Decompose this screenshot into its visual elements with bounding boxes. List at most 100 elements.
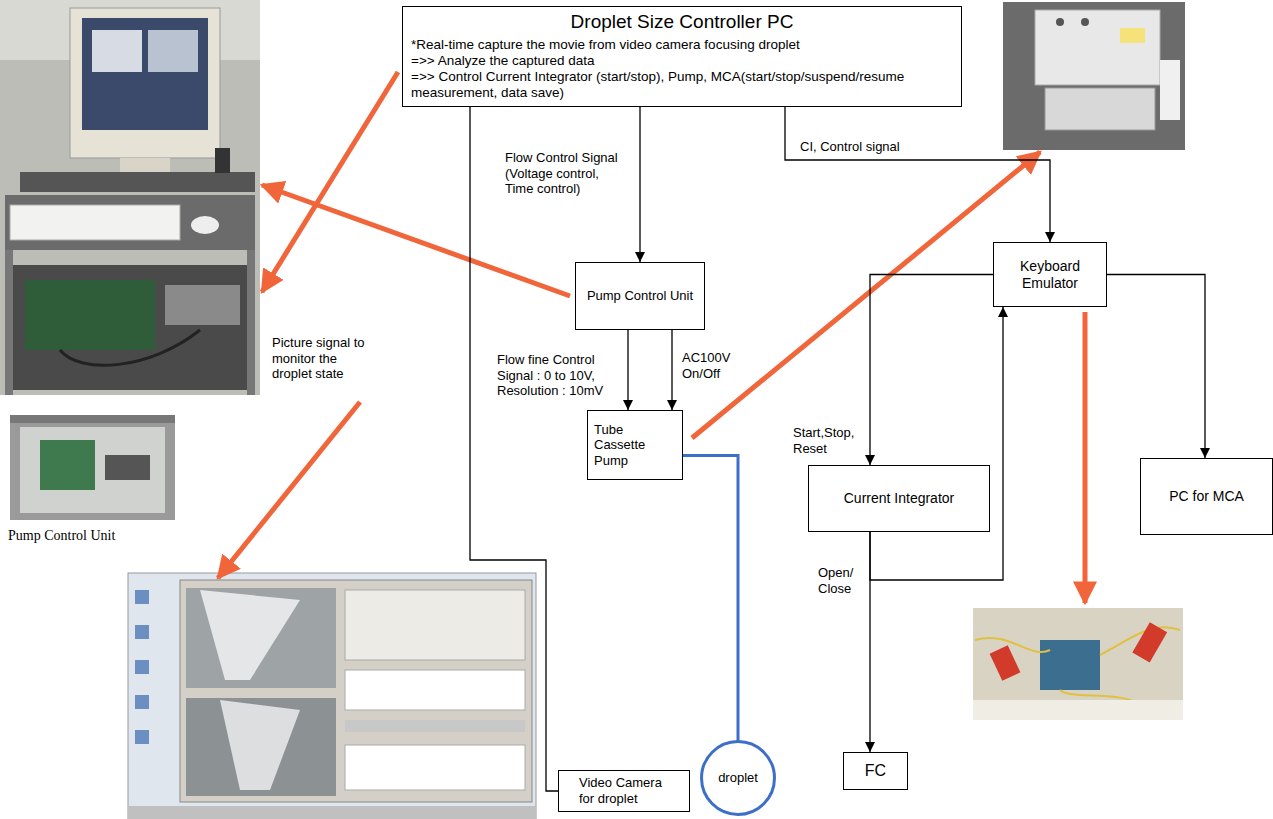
taskbar — [128, 806, 536, 819]
signal-line — [470, 107, 558, 791]
process-box: Pump Control Unit — [575, 262, 705, 330]
tube-line — [683, 456, 738, 742]
screen-window — [92, 30, 142, 72]
software-screenshot — [128, 573, 536, 819]
video-pane — [186, 698, 336, 796]
pump-knob — [1081, 18, 1089, 26]
pump-body — [1035, 10, 1160, 85]
bottle — [1160, 60, 1180, 120]
process-box: Current Integrator — [808, 465, 990, 532]
red-pointer-arrow — [262, 72, 398, 292]
signal-label: Flow Control Signal (Voltage control, Ti… — [505, 150, 630, 197]
cart-leg — [247, 250, 255, 395]
box-text: PC for MCA — [1147, 488, 1266, 505]
value-fields — [345, 670, 525, 710]
box-text: Keyboard Emulator — [1000, 258, 1100, 292]
controller-pc-photo — [0, 0, 260, 395]
drive-unit — [165, 285, 240, 325]
red-pointer-arrow — [692, 152, 1040, 438]
box-text: Video Camera for droplet — [579, 775, 669, 806]
process-box: Keyboard Emulator — [993, 242, 1107, 307]
desktop-icon — [135, 730, 149, 744]
app-window — [180, 580, 532, 802]
keyboard — [10, 205, 180, 240]
slider — [345, 720, 525, 732]
video-pane — [186, 588, 336, 688]
screen-window — [148, 30, 198, 72]
power-board — [40, 440, 95, 490]
joystick — [215, 148, 230, 173]
box-text: *Real-time capture the movie from video … — [411, 37, 953, 53]
process-box: FC — [843, 752, 908, 790]
box-title: Droplet Size Controller PC — [411, 11, 953, 34]
terminal-row — [973, 700, 1183, 720]
red-clip — [1132, 622, 1167, 662]
circuit-board — [25, 280, 155, 350]
box-text: Current Integrator — [815, 490, 983, 507]
photo-ground — [1003, 2, 1185, 150]
photo-ground — [973, 608, 1183, 720]
monitor-frame — [70, 8, 220, 158]
controller-box: Droplet Size Controller PC *Real-time cap… — [402, 6, 962, 107]
lower-shelf — [13, 265, 247, 390]
pump-control-unit-photo — [10, 415, 175, 520]
control-board — [105, 455, 150, 480]
box-text: =>> Control Current Integrator (start/st… — [411, 69, 953, 101]
signal-line — [639, 107, 640, 262]
red-clip — [990, 645, 1021, 681]
photo-caption: Pump Control Unit — [8, 528, 115, 545]
red-pointer-arrow — [1083, 312, 1088, 603]
desktop — [128, 573, 536, 819]
process-box: PC for MCA — [1140, 458, 1273, 535]
process-box: Video Camera for droplet — [558, 770, 690, 812]
warning-sticker — [1120, 28, 1145, 43]
unit-inside — [20, 427, 165, 513]
desktop-icon — [135, 695, 149, 709]
desktop-icon — [135, 590, 149, 604]
signal-line — [785, 107, 1050, 242]
desktop-icon — [135, 660, 149, 674]
signal-label: AC100V On/Off — [682, 350, 742, 381]
signal-line — [671, 330, 672, 410]
red-pointer-arrow — [262, 185, 570, 296]
power-line-filter — [1045, 88, 1155, 130]
unit-lid — [10, 415, 175, 423]
cart-leg — [5, 250, 13, 395]
log-area — [345, 745, 525, 790]
signal-label: CI, Control signal — [800, 139, 900, 155]
signal-note: Picture signal to monitor the droplet st… — [272, 335, 377, 382]
box-text: Pump Control Unit — [582, 288, 698, 304]
box-text: FC — [848, 761, 903, 780]
photo-ground — [0, 0, 260, 395]
signal-line — [627, 330, 628, 410]
keyboard-tray — [5, 195, 255, 250]
keyboard-emulator-photo — [973, 608, 1183, 720]
control-panel — [345, 590, 525, 660]
signal-line — [870, 307, 1003, 580]
droplet-circle-shape — [702, 742, 775, 815]
pump-knob — [1056, 18, 1064, 26]
process-box: Tube Cassette Pump — [587, 410, 683, 480]
box-text: =>> Analyze the captured data — [411, 53, 953, 69]
signal-line — [1107, 275, 1205, 459]
droplet-image — [200, 590, 300, 680]
pump-photo — [1003, 2, 1185, 150]
unit-case — [10, 415, 175, 520]
droplet-image — [220, 700, 300, 790]
desktop-icon — [135, 625, 149, 639]
monitor-screen — [82, 18, 208, 130]
box-text: Tube Cassette Pump — [594, 422, 676, 469]
mouse — [191, 216, 219, 234]
box-text: droplet — [718, 770, 758, 786]
signal-label: Start,Stop, Reset — [793, 425, 865, 456]
cart-shelf — [20, 172, 255, 192]
red-pointer-arrow — [218, 402, 360, 578]
signal-label: Flow fine Control Signal : 0 to 10V, Res… — [497, 352, 622, 399]
monitor-stand — [120, 158, 170, 172]
signal-line — [870, 275, 993, 466]
cable — [60, 330, 200, 365]
droplet-circle: droplet — [700, 740, 776, 816]
signal-label: Open/ Close — [818, 565, 864, 596]
emulator-board — [1040, 640, 1100, 690]
